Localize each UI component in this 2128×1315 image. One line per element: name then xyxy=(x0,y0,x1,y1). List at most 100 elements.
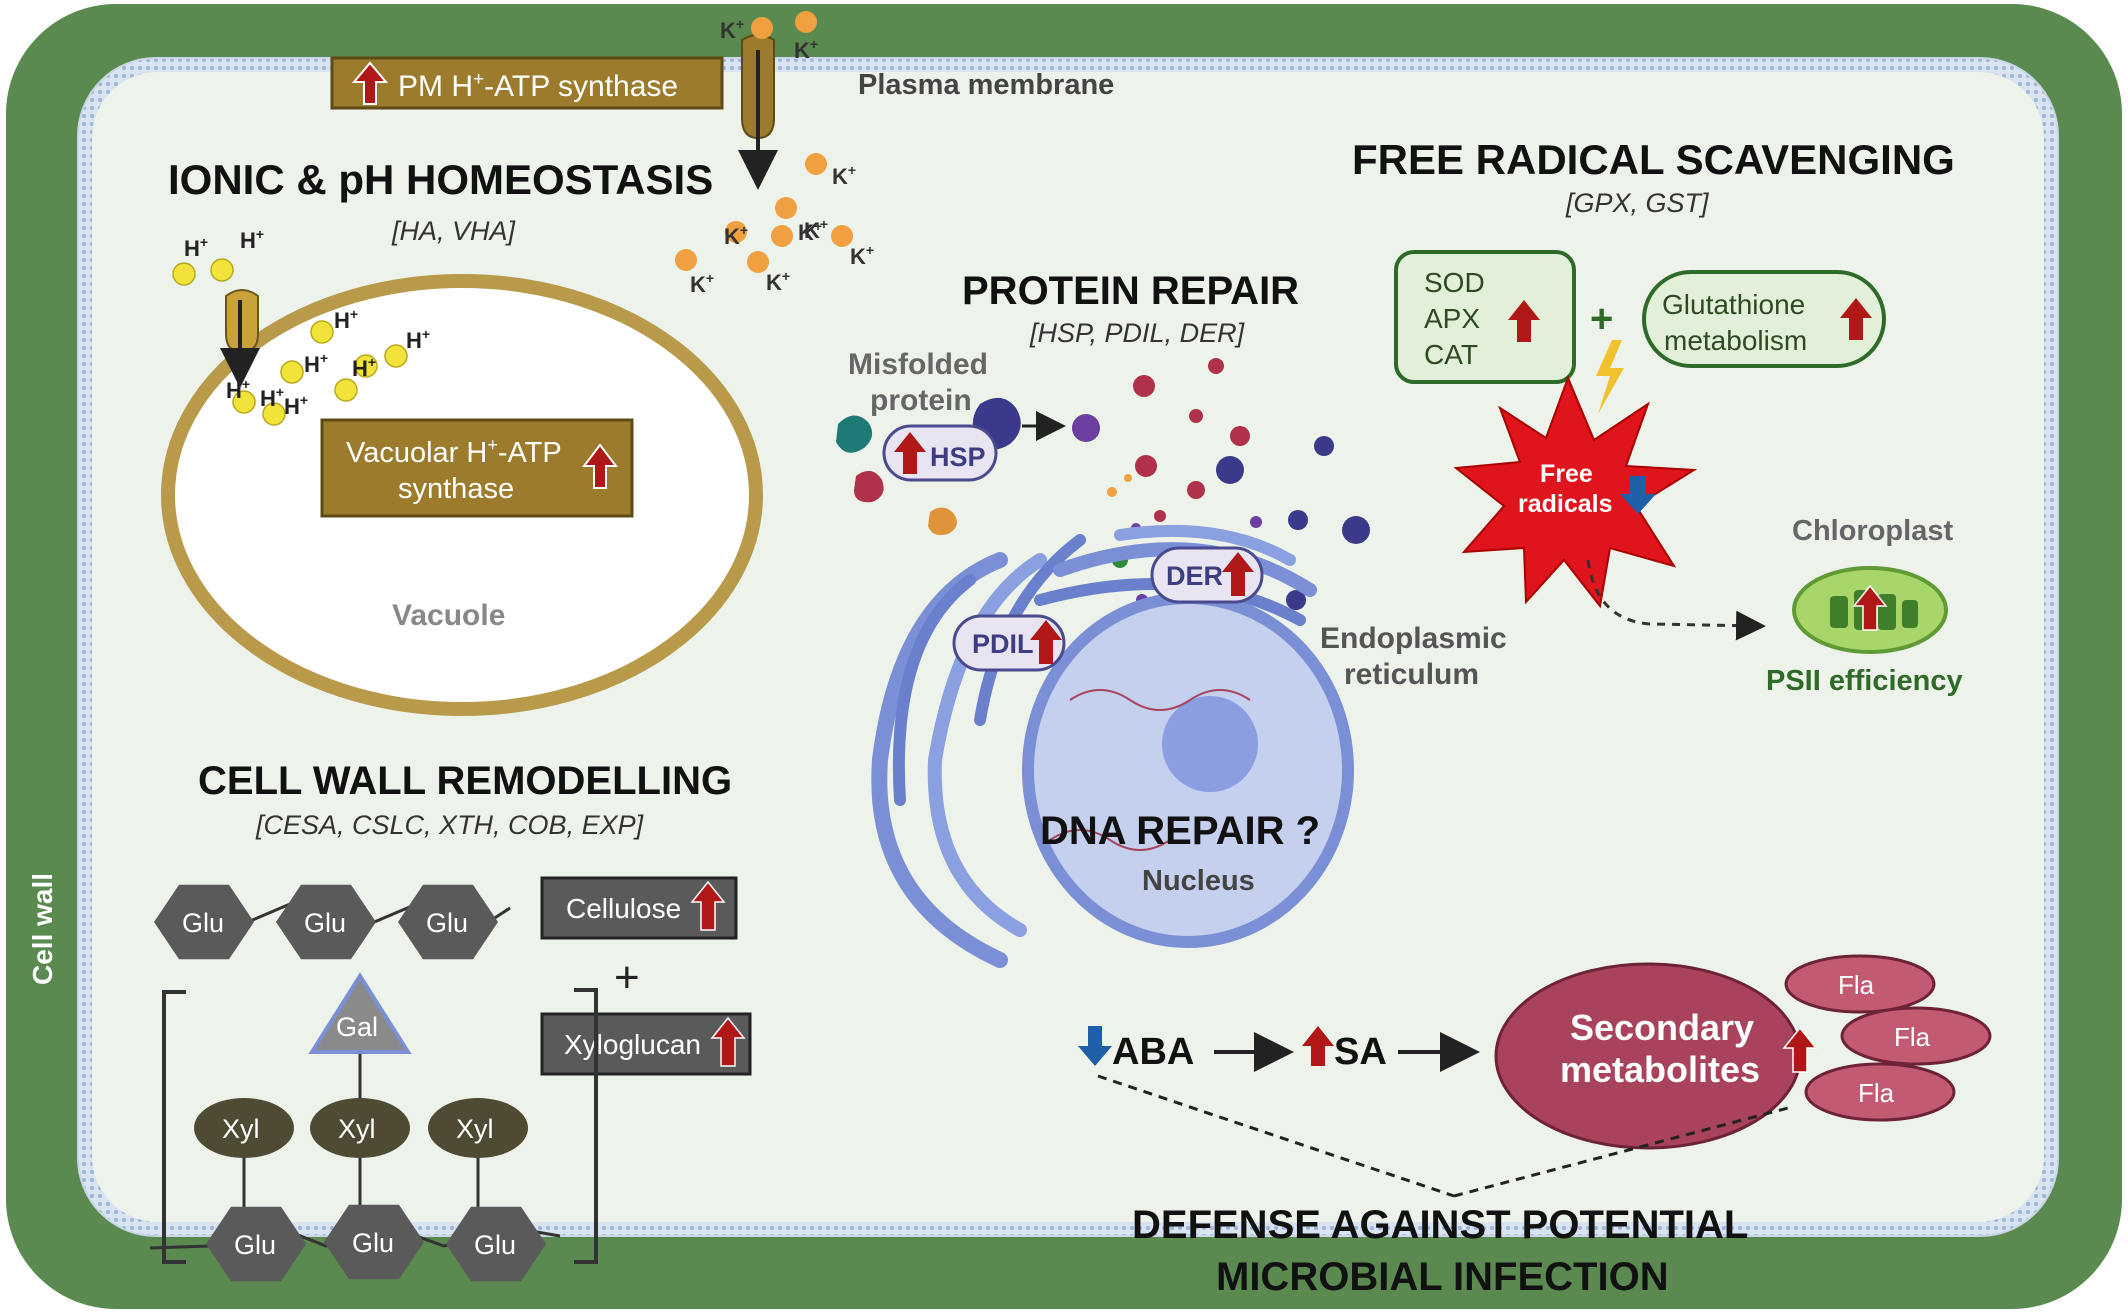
der-pill: DER xyxy=(1150,546,1264,604)
vacuolar-atp-label: Vacuolar H xyxy=(346,437,487,469)
proton-ion xyxy=(334,378,358,402)
plus-sign-cell-wall: + xyxy=(614,953,640,1002)
glucose-bottom-row: Glu Glu Glu xyxy=(206,1204,546,1282)
proton-ion xyxy=(232,390,256,414)
glucose-hexagon: Glu xyxy=(154,884,254,960)
up-arrow-icon xyxy=(710,1016,746,1067)
up-arrow-icon xyxy=(351,61,389,105)
glucose-hexagon: Glu xyxy=(276,884,376,960)
free-radicals-label-line2: radicals xyxy=(1518,490,1613,518)
vacuolar-atp-label-line2: synthase xyxy=(398,473,514,505)
ionic-homeostasis-genes: [HA, VHA] xyxy=(391,216,517,246)
svg-text:PM H+-ATP synthase: PM H+-ATP synthase xyxy=(398,69,678,103)
protein-particle xyxy=(1072,414,1100,442)
proton-ion xyxy=(384,344,408,368)
glu-label: Glu xyxy=(182,908,224,938)
er-label: Endoplasmic xyxy=(1320,622,1507,655)
up-arrow-icon xyxy=(1222,552,1254,596)
potassium-ion-label: K+ xyxy=(804,216,828,243)
flavonoid-pill: Fla xyxy=(1840,1006,1992,1066)
protein-particle xyxy=(1154,510,1166,522)
glu-label: Glu xyxy=(474,1230,516,1260)
glucose-hexagon: Glu xyxy=(206,1206,306,1282)
up-arrow-icon xyxy=(1840,298,1872,340)
up-arrow-icon xyxy=(894,432,926,474)
nucleus-label: Nucleus xyxy=(1142,865,1255,897)
potassium-ion xyxy=(675,249,697,271)
ionic-homeostasis-title: IONIC & pH HOMEOSTASIS xyxy=(168,156,713,203)
pm-atp-synthase-box: PM H+-ATP synthase xyxy=(330,56,724,110)
protein-particle xyxy=(1208,358,1224,374)
potassium-ion xyxy=(795,11,817,33)
protein-particle xyxy=(1230,426,1250,446)
protein-particle xyxy=(1286,590,1306,610)
xylose-ellipse: Xyl xyxy=(428,1098,528,1158)
dna-strand xyxy=(1069,689,1251,711)
potassium-ion-label: K+ xyxy=(720,16,744,43)
hsp-pill: HSP xyxy=(882,424,998,482)
free-radicals-burst xyxy=(1453,375,1698,609)
proton-ion-label: H+ xyxy=(304,350,328,377)
potassium-ion-label: K+ xyxy=(832,162,856,189)
fla-label: Fla xyxy=(1858,1078,1895,1108)
protein-particle xyxy=(1342,516,1370,544)
up-arrow-icon xyxy=(1508,300,1540,342)
proton-pump-icon xyxy=(220,289,260,388)
proton-ion xyxy=(310,320,334,344)
free-radical-genes: [GPX, GST] xyxy=(1565,188,1710,218)
hsp-label: HSP xyxy=(930,442,986,472)
proton-ion-label: H+ xyxy=(406,326,430,353)
dna-repair-title: DNA REPAIR ? xyxy=(1040,809,1320,853)
vacuolar-atp-synthase-box: Vacuolar H+-ATP synthase xyxy=(320,418,634,518)
sa-label: SA xyxy=(1334,1031,1387,1073)
glu-label: Glu xyxy=(352,1228,394,1258)
fla-label: Fla xyxy=(1838,970,1875,1000)
protein-particle xyxy=(1216,456,1244,484)
protein-particle xyxy=(1189,409,1203,423)
fla-label: Fla xyxy=(1894,1022,1931,1052)
potassium-ion xyxy=(747,251,769,273)
gal-label: Gal xyxy=(336,1012,378,1042)
xyl-label: Xyl xyxy=(456,1114,494,1144)
psii-efficiency-label: PSII efficiency xyxy=(1766,665,1963,697)
endoplasmic-reticulum xyxy=(871,524,1317,968)
proton-ion-label: H+ xyxy=(184,234,208,261)
pdil-pill: PDIL xyxy=(952,614,1066,672)
proton-ion-label: H+ xyxy=(352,354,376,381)
protein-particle xyxy=(1288,510,1308,530)
proton-ion xyxy=(262,402,286,426)
plasma-membrane-label: Plasma membrane xyxy=(858,69,1114,101)
glucose-hexagon: Glu xyxy=(324,1204,424,1280)
aba-label: ABA xyxy=(1112,1031,1194,1073)
proton-ion xyxy=(280,360,304,384)
secondary-metabolites-label-line2: metabolites xyxy=(1560,1049,1760,1090)
proton-ion-label: H+ xyxy=(260,384,284,411)
up-arrow-icon xyxy=(690,880,726,931)
potassium-ion xyxy=(725,221,747,243)
cell-wall-remodelling-title: CELL WALL REMODELLING xyxy=(198,759,732,803)
potassium-ion xyxy=(805,153,827,175)
free-radical-title: FREE RADICAL SCAVENGING xyxy=(1352,136,1955,183)
secondary-metabolites-label: Secondary xyxy=(1570,1007,1754,1048)
xyl-label: Xyl xyxy=(338,1114,376,1144)
chloroplast-icon xyxy=(1792,566,1948,654)
defense-title-line2: MICROBIAL INFECTION xyxy=(1216,1255,1669,1299)
potassium-ion xyxy=(775,197,797,219)
xylose-ellipse: Xyl xyxy=(310,1098,410,1158)
svg-text:Vacuolar H+-ATP: Vacuolar H+-ATP xyxy=(346,435,562,469)
glu-label: Glu xyxy=(426,908,468,938)
protein-particle xyxy=(1314,436,1334,456)
proton-ion-label: H+ xyxy=(334,306,358,333)
up-arrow-icon xyxy=(581,443,619,489)
misfolded-protein-label: Misfolded xyxy=(848,348,988,381)
proton-ion-label: H+ xyxy=(284,392,308,419)
glu-label: Glu xyxy=(304,908,346,938)
down-arrow-icon xyxy=(1620,476,1656,514)
proton-ion xyxy=(210,258,234,282)
glutathione-box: Glutathione metabolism xyxy=(1642,270,1886,368)
protein-particle xyxy=(1107,487,1117,497)
xyloglucan-label: Xyloglucan xyxy=(564,1029,701,1060)
cellulose-box: Cellulose xyxy=(540,876,738,940)
